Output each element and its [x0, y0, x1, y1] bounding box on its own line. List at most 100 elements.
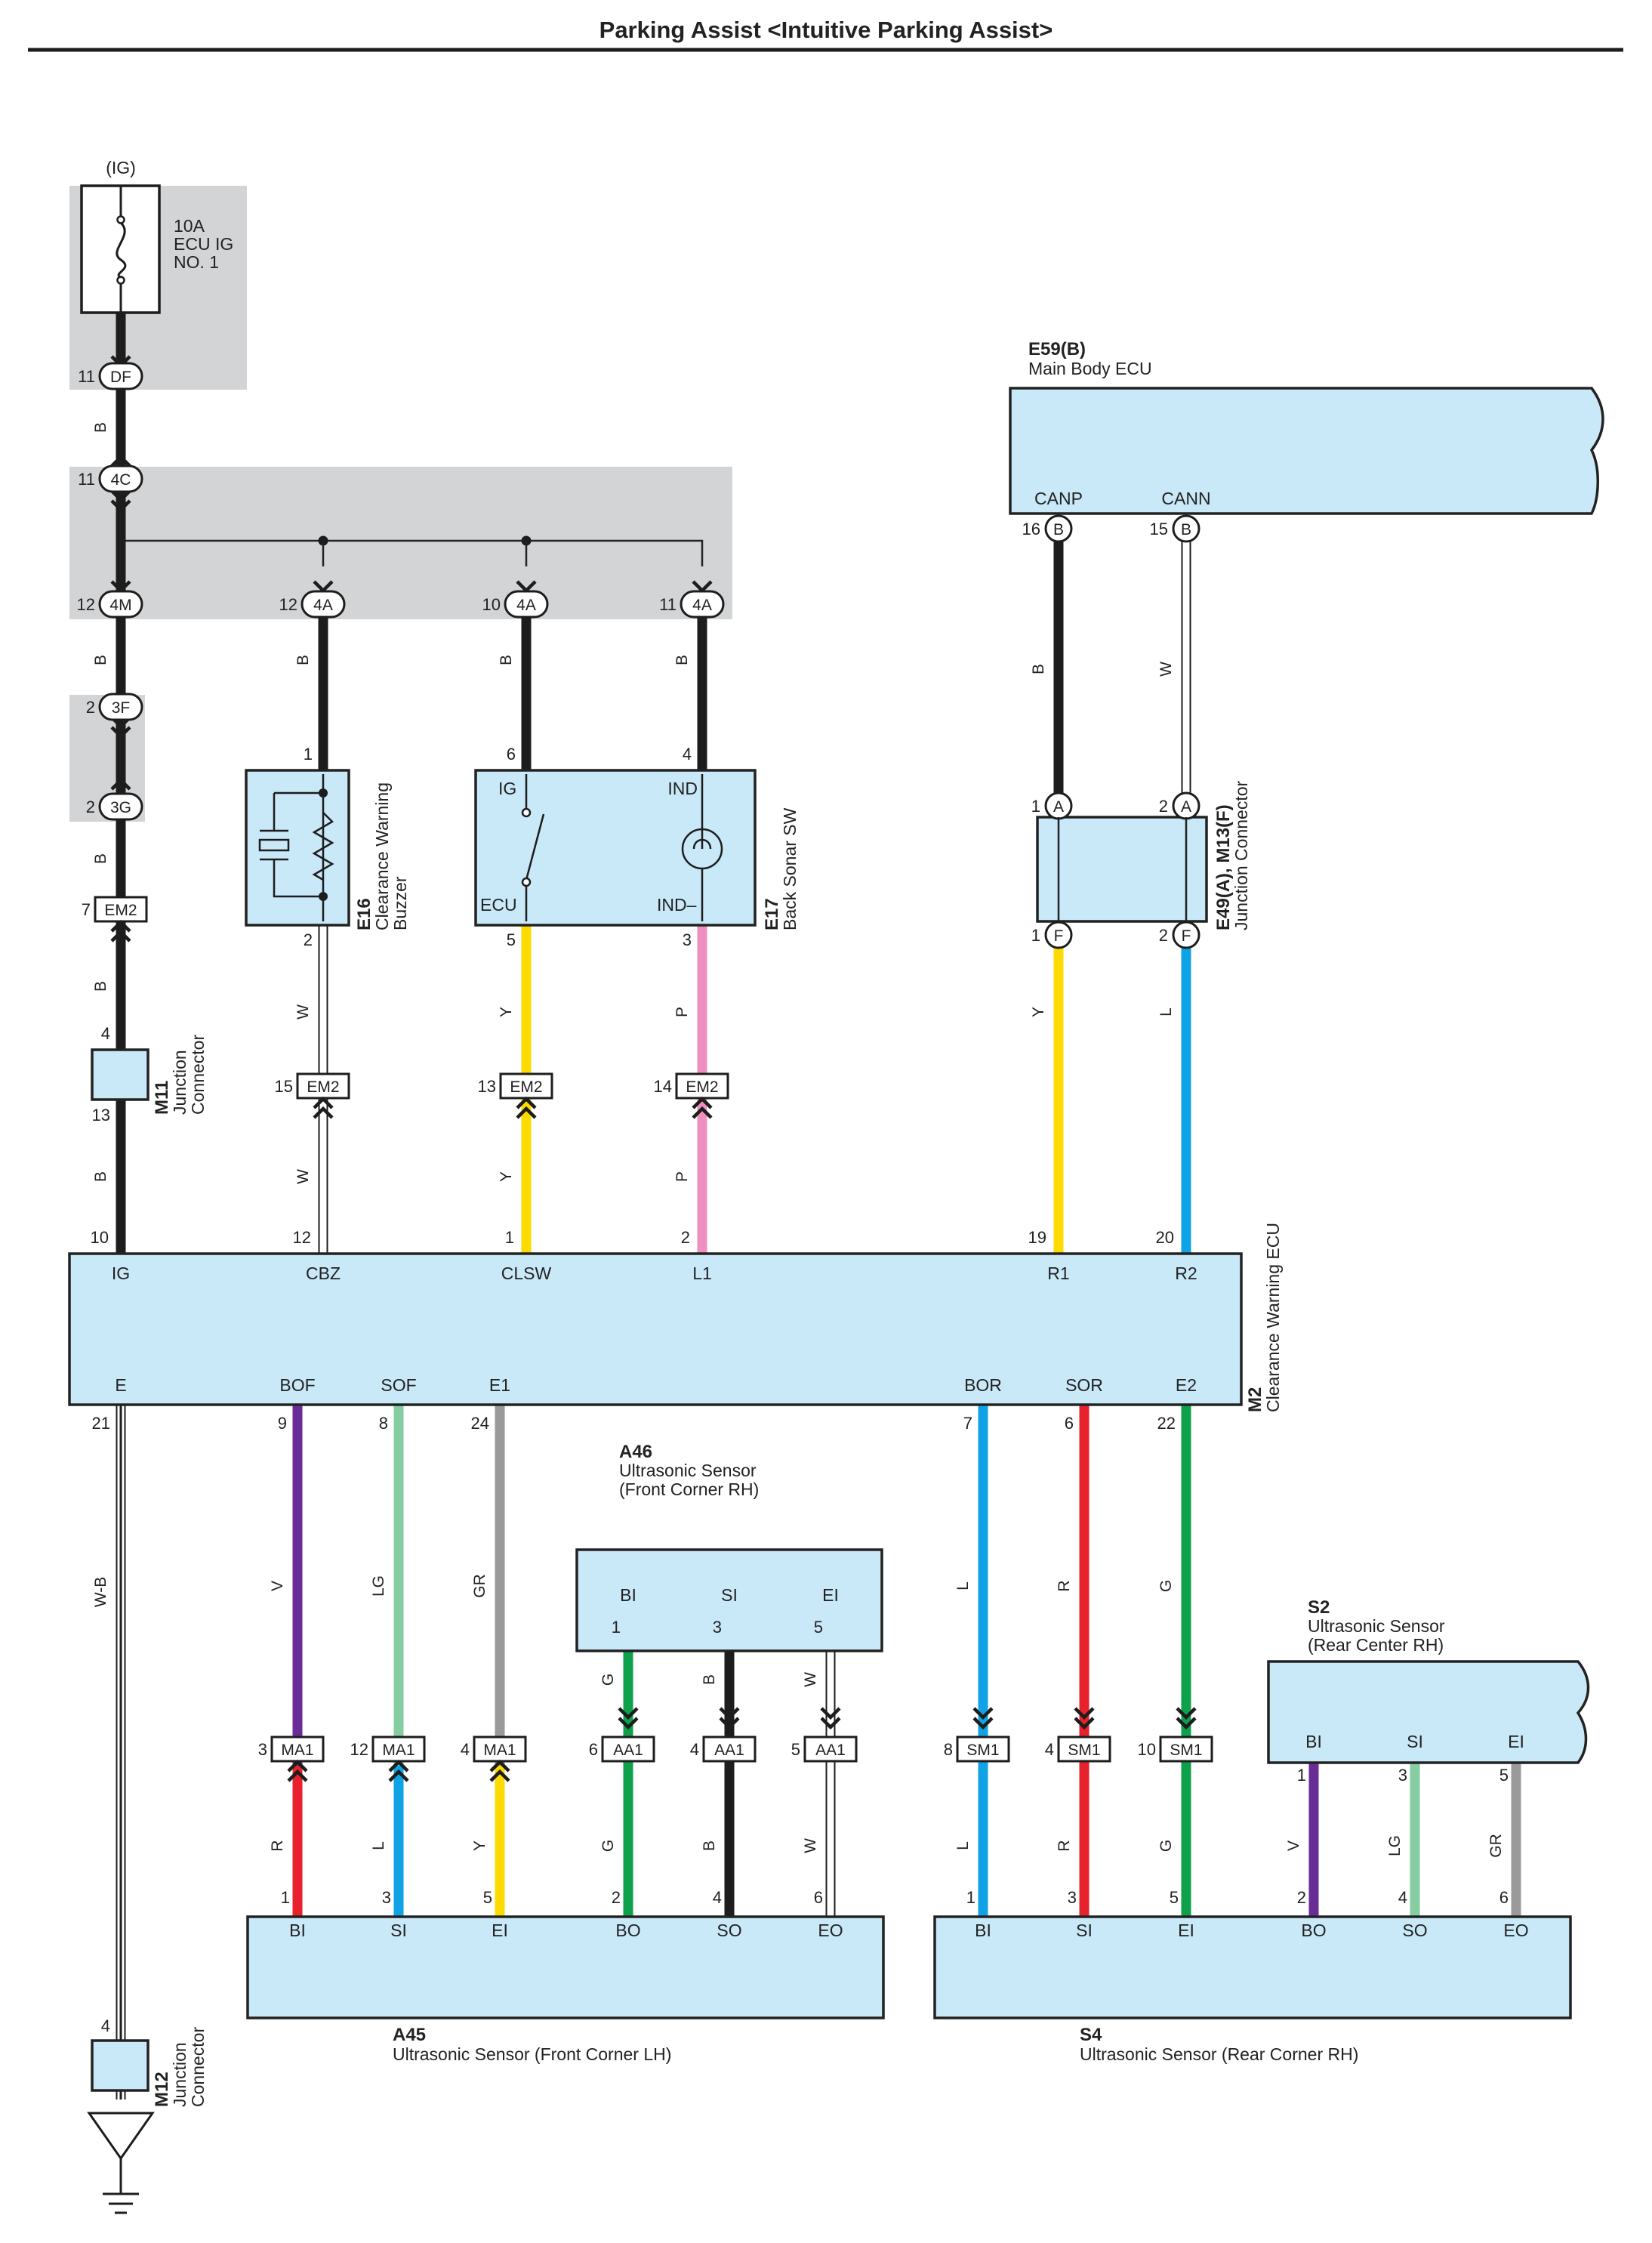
- a45-pin-number: 6: [814, 1888, 823, 1907]
- buzzer-box: [245, 769, 350, 927]
- ig-power-label: (IG): [106, 158, 136, 177]
- connector-chevron: [1074, 1707, 1095, 1720]
- a46-terminal-name: EI: [822, 1585, 839, 1605]
- connector-jf2: [1172, 921, 1200, 949]
- connector-chevron: [489, 1769, 510, 1782]
- front-corner-lh-sensor-box: [246, 1915, 885, 2019]
- connector-code-ja1: A: [1053, 798, 1064, 816]
- connector-pin-ma1b: 12: [350, 1740, 368, 1759]
- wire-color-b4: B: [92, 981, 109, 992]
- s4-pin-number: 5: [1170, 1888, 1179, 1907]
- switch-icon: [525, 774, 545, 921]
- connector-pin-c4c: 11: [78, 470, 95, 489]
- wire-color-y_a45: Y: [471, 1840, 489, 1851]
- e16-name-line2: Buzzer: [390, 876, 410, 930]
- e16-pin-top: 1: [304, 745, 313, 764]
- connector-chevron: [1176, 1707, 1197, 1720]
- fuse-terminal-bottom: [116, 276, 125, 285]
- connector-code-em2a: EM2: [104, 902, 137, 919]
- connector-chevron: [516, 1106, 537, 1119]
- connector-code-em2d: EM2: [686, 1078, 718, 1096]
- connector-canp: [1044, 514, 1073, 543]
- connector-pin-em2b: 15: [275, 1077, 293, 1096]
- a46-code: A46: [619, 1442, 652, 1462]
- connector-chevron: [110, 777, 131, 791]
- wire-color-l_bor: L: [954, 1581, 972, 1590]
- clearance-warning-ecu-box: [68, 1252, 1243, 1406]
- a46-terminal-name: BI: [620, 1585, 636, 1605]
- s4-pin-number: 3: [1068, 1888, 1077, 1907]
- splice-dot: [116, 535, 126, 546]
- s2-terminal-name: EI: [1508, 1732, 1524, 1751]
- connector-pin-df: 11: [78, 367, 95, 386]
- connector-pin-sm1c: 10: [1138, 1740, 1156, 1759]
- front-corner-rh-sensor-box: [575, 1548, 883, 1652]
- s4-terminal-name: SO: [1402, 1921, 1427, 1940]
- connector-em2b: [296, 1072, 350, 1100]
- m12-name-line2: Connector: [188, 2027, 208, 2107]
- switch-terminal: [521, 807, 532, 818]
- e16-pin-bottom: 2: [304, 930, 313, 949]
- a45-pin-number: 2: [612, 1888, 621, 1907]
- connector-pin-jf2: 2: [1159, 926, 1168, 945]
- s2-pin-number: 5: [1499, 1766, 1509, 1785]
- ecu-pin-name: R1: [1047, 1263, 1069, 1283]
- wire-color-b1: B: [92, 422, 109, 433]
- connector-c4a2: [504, 590, 549, 619]
- connector-code-cann: B: [1181, 521, 1191, 538]
- connector-chevron: [618, 1717, 639, 1730]
- connector-code-aa1b: AA1: [714, 1742, 744, 1759]
- connector-code-ma1a: MA1: [281, 1742, 313, 1759]
- s4-terminal-name: EO: [1503, 1921, 1528, 1940]
- ecu-pin-number: 20: [1156, 1228, 1174, 1247]
- wire-color-b2: B: [673, 655, 691, 665]
- s2-name-position: (Rear Center RH): [1308, 1635, 1444, 1655]
- wire-color-b7: B: [498, 655, 515, 665]
- connector-pin-aa1c: 5: [791, 1740, 800, 1759]
- connector-pin-ma1c: 4: [461, 1740, 470, 1759]
- connector-chevron: [516, 1096, 537, 1109]
- a45-terminal-name: SI: [390, 1921, 407, 1940]
- connector-code-c3f: 3F: [112, 699, 131, 717]
- connector-c3f: [98, 693, 143, 721]
- ecu-pin-number: 21: [92, 1414, 110, 1433]
- connector-aa1b: [702, 1735, 757, 1763]
- s4-pin-number: 6: [1499, 1888, 1509, 1907]
- connector-pin-em2c: 13: [478, 1077, 496, 1096]
- ecu-pin-number: 2: [681, 1228, 690, 1247]
- a45-terminal-name: BO: [615, 1921, 640, 1940]
- page-title: Parking Assist <Intuitive Parking Assist…: [599, 17, 1053, 43]
- e59-terminal-canp: CANP: [1034, 489, 1083, 508]
- ecu-pin-number: 1: [505, 1228, 514, 1247]
- ecu-pin-number: 24: [471, 1414, 489, 1433]
- wire-color-lg_s2: LG: [1386, 1835, 1404, 1856]
- wire-color-wb: W-B: [92, 1577, 109, 1607]
- ecu-pin-name: E1: [489, 1375, 510, 1395]
- fuse-label-name: ECU IG: [174, 234, 233, 254]
- m12-junction-connector-box: [91, 2039, 149, 2092]
- a45-terminal-name: SO: [717, 1921, 741, 1940]
- connector-sm1c: [1159, 1735, 1213, 1763]
- ecu-pin-number: 19: [1028, 1228, 1046, 1247]
- connector-pin-aa1a: 6: [589, 1740, 598, 1759]
- connector-code-c4a3: 4A: [692, 597, 712, 614]
- m11-name-line2: Connector: [188, 1035, 208, 1115]
- connector-pin-c3f: 2: [86, 698, 95, 717]
- m11-pin-bottom: 13: [92, 1106, 110, 1125]
- connector-c3g: [98, 792, 143, 821]
- s4-terminal-name: EI: [1178, 1921, 1194, 1940]
- connector-pin-ma1a: 3: [258, 1740, 267, 1759]
- m11-pin-top: 4: [101, 1024, 110, 1043]
- main-body-ecu-box: [1009, 387, 1604, 515]
- wire-color-v_s2: V: [1285, 1840, 1302, 1851]
- s4-terminal-name: BI: [975, 1921, 991, 1940]
- connector-chevron: [110, 929, 131, 943]
- connector-pin-ja1: 1: [1031, 797, 1040, 816]
- connector-code-c4a2: 4A: [516, 597, 536, 614]
- connector-chevron: [313, 1106, 334, 1119]
- ig-branch-bus: [121, 539, 704, 566]
- e17-pin-ig: 6: [507, 745, 516, 764]
- connector-chevron: [489, 1759, 510, 1772]
